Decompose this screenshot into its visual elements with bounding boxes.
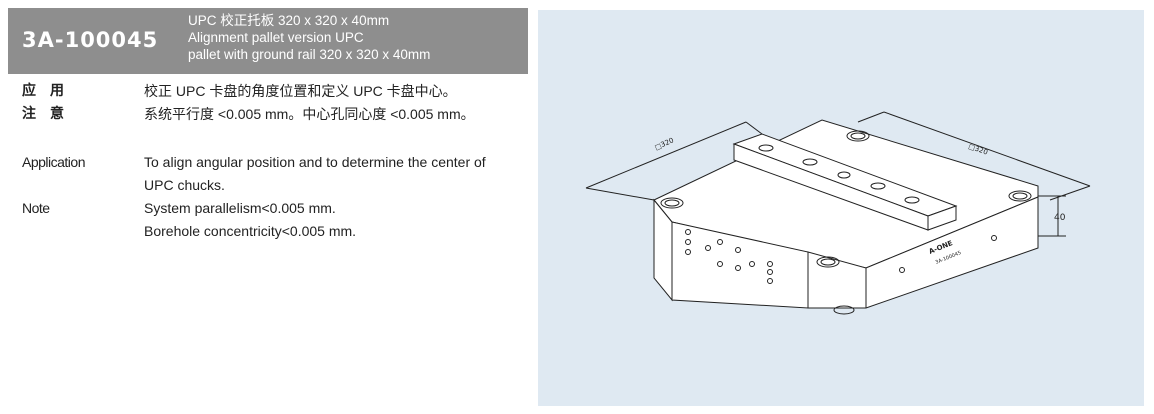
zh-note-label: 注 意 <box>22 106 64 122</box>
en-note-text-2: Borehole concentricity<0.005 mm. <box>144 223 357 239</box>
zh-application-label: 应 用 <box>22 83 64 99</box>
dimension-height-label: 40 <box>1054 213 1066 223</box>
en-note-label: Note <box>22 200 50 216</box>
description-line-2: Alignment pallet version UPC <box>188 30 364 45</box>
zh-application-text: 校正 UPC 卡盘的角度位置和定义 UPC 卡盘中心。 <box>144 83 457 99</box>
product-description: UPC 校正托板 320 x 320 x 40mm Alignment pall… <box>188 12 430 63</box>
dimension-width-label: □320 <box>654 136 676 151</box>
en-note-text-1: System parallelism<0.005 mm. <box>144 200 336 216</box>
description-line-3: pallet with ground rail 320 x 320 x 40mm <box>188 47 431 62</box>
en-application-text-2: UPC chucks. <box>144 177 225 193</box>
en-application-label: Application <box>22 154 86 170</box>
dimension-depth-label: □320 <box>967 142 989 156</box>
zh-note-text: 系统平行度 <0.005 mm。中心孔同心度 <0.005 mm。 <box>144 106 475 122</box>
pallet-drawing: □320 □320 40 A-ONE 3A-100045 <box>585 111 1091 315</box>
product-drawing-panel: □320 □320 40 A-ONE 3A-100045 <box>538 10 1144 406</box>
product-header: 3A-100045 UPC 校正托板 320 x 320 x 40mm Alig… <box>8 8 528 74</box>
description-line-1: UPC 校正托板 320 x 320 x 40mm <box>188 13 390 28</box>
product-code: 3A-100045 <box>22 28 159 52</box>
en-application-text-1: To align angular position and to determi… <box>144 154 486 170</box>
